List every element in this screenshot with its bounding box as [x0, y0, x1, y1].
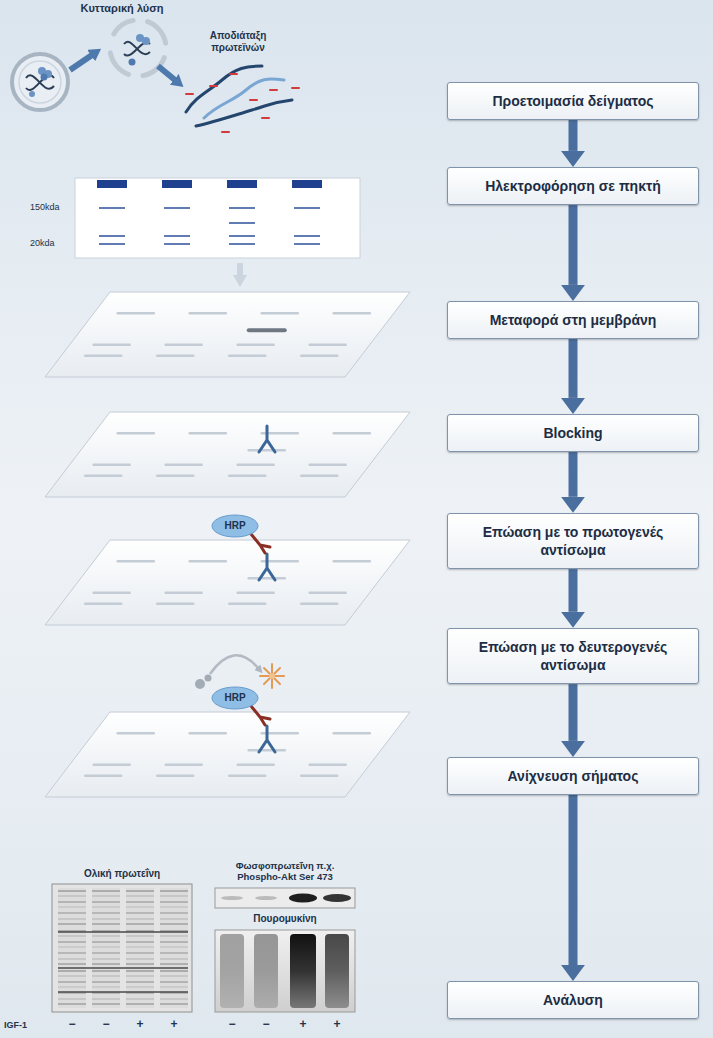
process-box: Ανίχνευση σήματος	[447, 757, 699, 795]
treatment-sign: +	[333, 1017, 340, 1031]
step-text: Ανάλυση	[460, 991, 686, 1009]
gel	[75, 178, 360, 258]
secondary-antibody	[251, 706, 270, 725]
treatment-sign: +	[299, 1017, 306, 1031]
cell-icon	[12, 54, 68, 110]
step-text: Επώαση με το δευτερογενές αντίσωμα	[460, 638, 686, 674]
blot-title: Φωσφοπρωτεΐνη π.χ. Phospho-Akt Ser 473	[215, 860, 355, 883]
light-signal	[260, 664, 284, 688]
treatment-label: IGF-1	[4, 1020, 27, 1031]
flow-arrow	[569, 452, 578, 497]
flow-arrow	[569, 120, 578, 151]
membrane	[45, 712, 410, 797]
puromycin-blot	[215, 930, 355, 1012]
process-box: Ανάλυση	[447, 981, 699, 1019]
total-protein-blot	[52, 884, 192, 1012]
step-text: Μεταφορά στη μεμβράνη	[460, 311, 686, 329]
process-arrow	[158, 66, 175, 80]
process-box: Μεταφορά στη μεμβράνη	[447, 301, 699, 339]
membrane	[45, 540, 410, 625]
step-text: Επώαση με το πρωτογενές αντίσωμα	[460, 523, 686, 559]
treatment-sign: +	[136, 1017, 143, 1031]
flow-arrow	[569, 684, 578, 741]
process-box: Επώαση με το πρωτογενές αντίσωμα	[447, 513, 699, 569]
hrp-enzyme	[212, 515, 258, 537]
flow-arrow	[569, 569, 578, 612]
size-marker: 20kda	[30, 238, 55, 249]
substrate	[195, 675, 212, 690]
flow-arrow	[569, 795, 578, 965]
treatment-sign: +	[170, 1017, 177, 1031]
primary-antibody	[259, 426, 275, 452]
process-box: Επώαση με το δευτερογενές αντίσωμα	[447, 628, 699, 684]
treatment-sign: −	[102, 1017, 109, 1031]
step-text: Ηλεκτροφόρηση σε πηκτή	[460, 177, 686, 195]
process-box: Blocking	[447, 414, 699, 452]
step-caption: Αποδιάταξη πρωτεϊνών	[196, 30, 280, 54]
flow-arrow	[569, 205, 578, 285]
process-box: Ηλεκτροφόρηση σε πηκτή	[447, 167, 699, 205]
secondary-antibody	[251, 534, 270, 553]
process-arrow	[70, 55, 92, 70]
primary-antibody	[259, 726, 275, 752]
treatment-sign: −	[262, 1017, 269, 1031]
reaction-arc	[210, 655, 258, 674]
step-text: Προετοιμασία δείγματος	[460, 92, 686, 110]
step-text: Blocking	[460, 424, 686, 442]
hrp-enzyme	[212, 687, 258, 709]
process-box: Προετοιμασία δείγματος	[447, 82, 699, 120]
blot-title: Πουρομυκίνη	[253, 913, 316, 925]
step-caption: Κυτταρική λύση	[81, 2, 164, 15]
flow-arrow	[569, 339, 578, 398]
denatured-proteins	[186, 66, 292, 126]
phospho-blot	[215, 888, 355, 908]
membrane	[45, 292, 410, 377]
charge-marks	[186, 74, 299, 132]
enzyme-label: HRP	[224, 520, 245, 532]
primary-antibody	[259, 554, 275, 580]
membrane	[45, 412, 410, 497]
step-text: Ανίχνευση σήματος	[460, 767, 686, 785]
enzyme-label: HRP	[224, 692, 245, 704]
cell-contents	[124, 34, 150, 66]
treatment-sign: −	[68, 1017, 75, 1031]
size-marker: 150kda	[30, 202, 60, 213]
transfer-arrow	[237, 263, 243, 276]
blot-title: Ολική πρωτεΐνη	[84, 868, 160, 880]
treatment-sign: −	[228, 1017, 235, 1031]
